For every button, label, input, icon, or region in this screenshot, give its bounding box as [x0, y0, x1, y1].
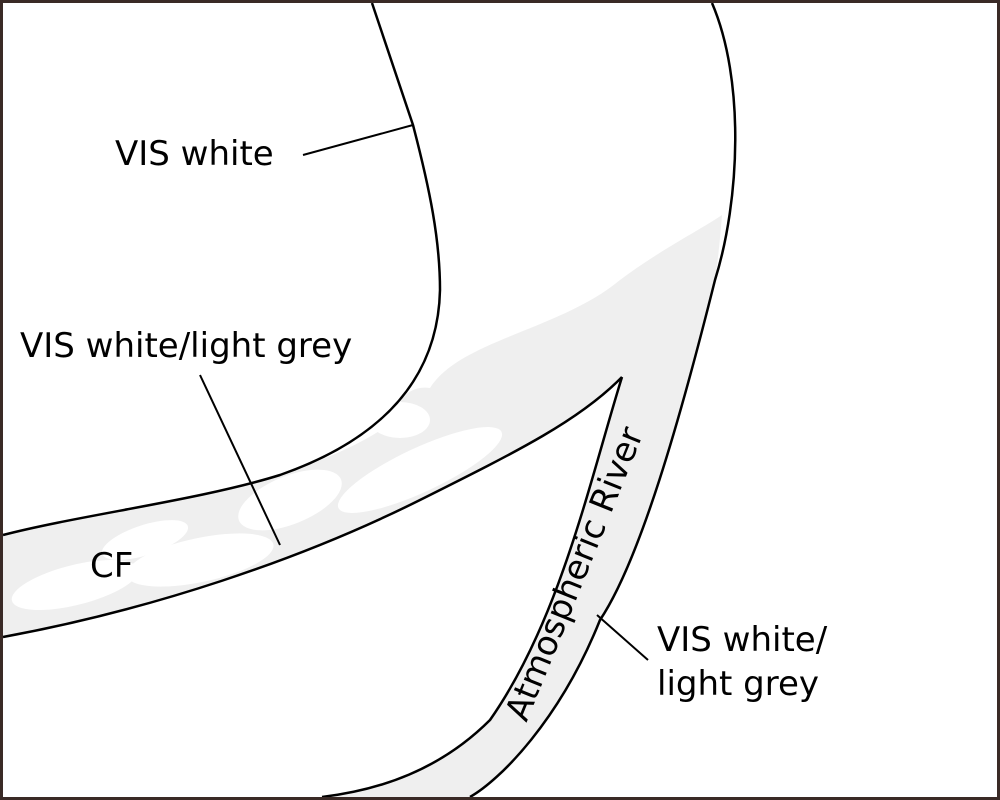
leader-vis-white-light-grey [199, 374, 281, 546]
label-vis-white: VIS white [115, 134, 274, 174]
ar-right-edge [469, 2, 737, 799]
ar-left-edge [321, 376, 624, 799]
leader-ar-vis [596, 614, 649, 661]
cf-outer-edge [2, 376, 623, 639]
leader-vis-white [302, 124, 414, 156]
label-cf: CF [90, 546, 133, 586]
label-vis-white-light-grey: VIS white/light grey [20, 326, 352, 366]
label-ar-vis-line1: VIS white/ [657, 620, 828, 660]
white-cloud-blobs [11, 402, 503, 610]
inner-cloud-edge [2, 2, 442, 537]
label-ar-vis-line2: light grey [657, 664, 819, 704]
